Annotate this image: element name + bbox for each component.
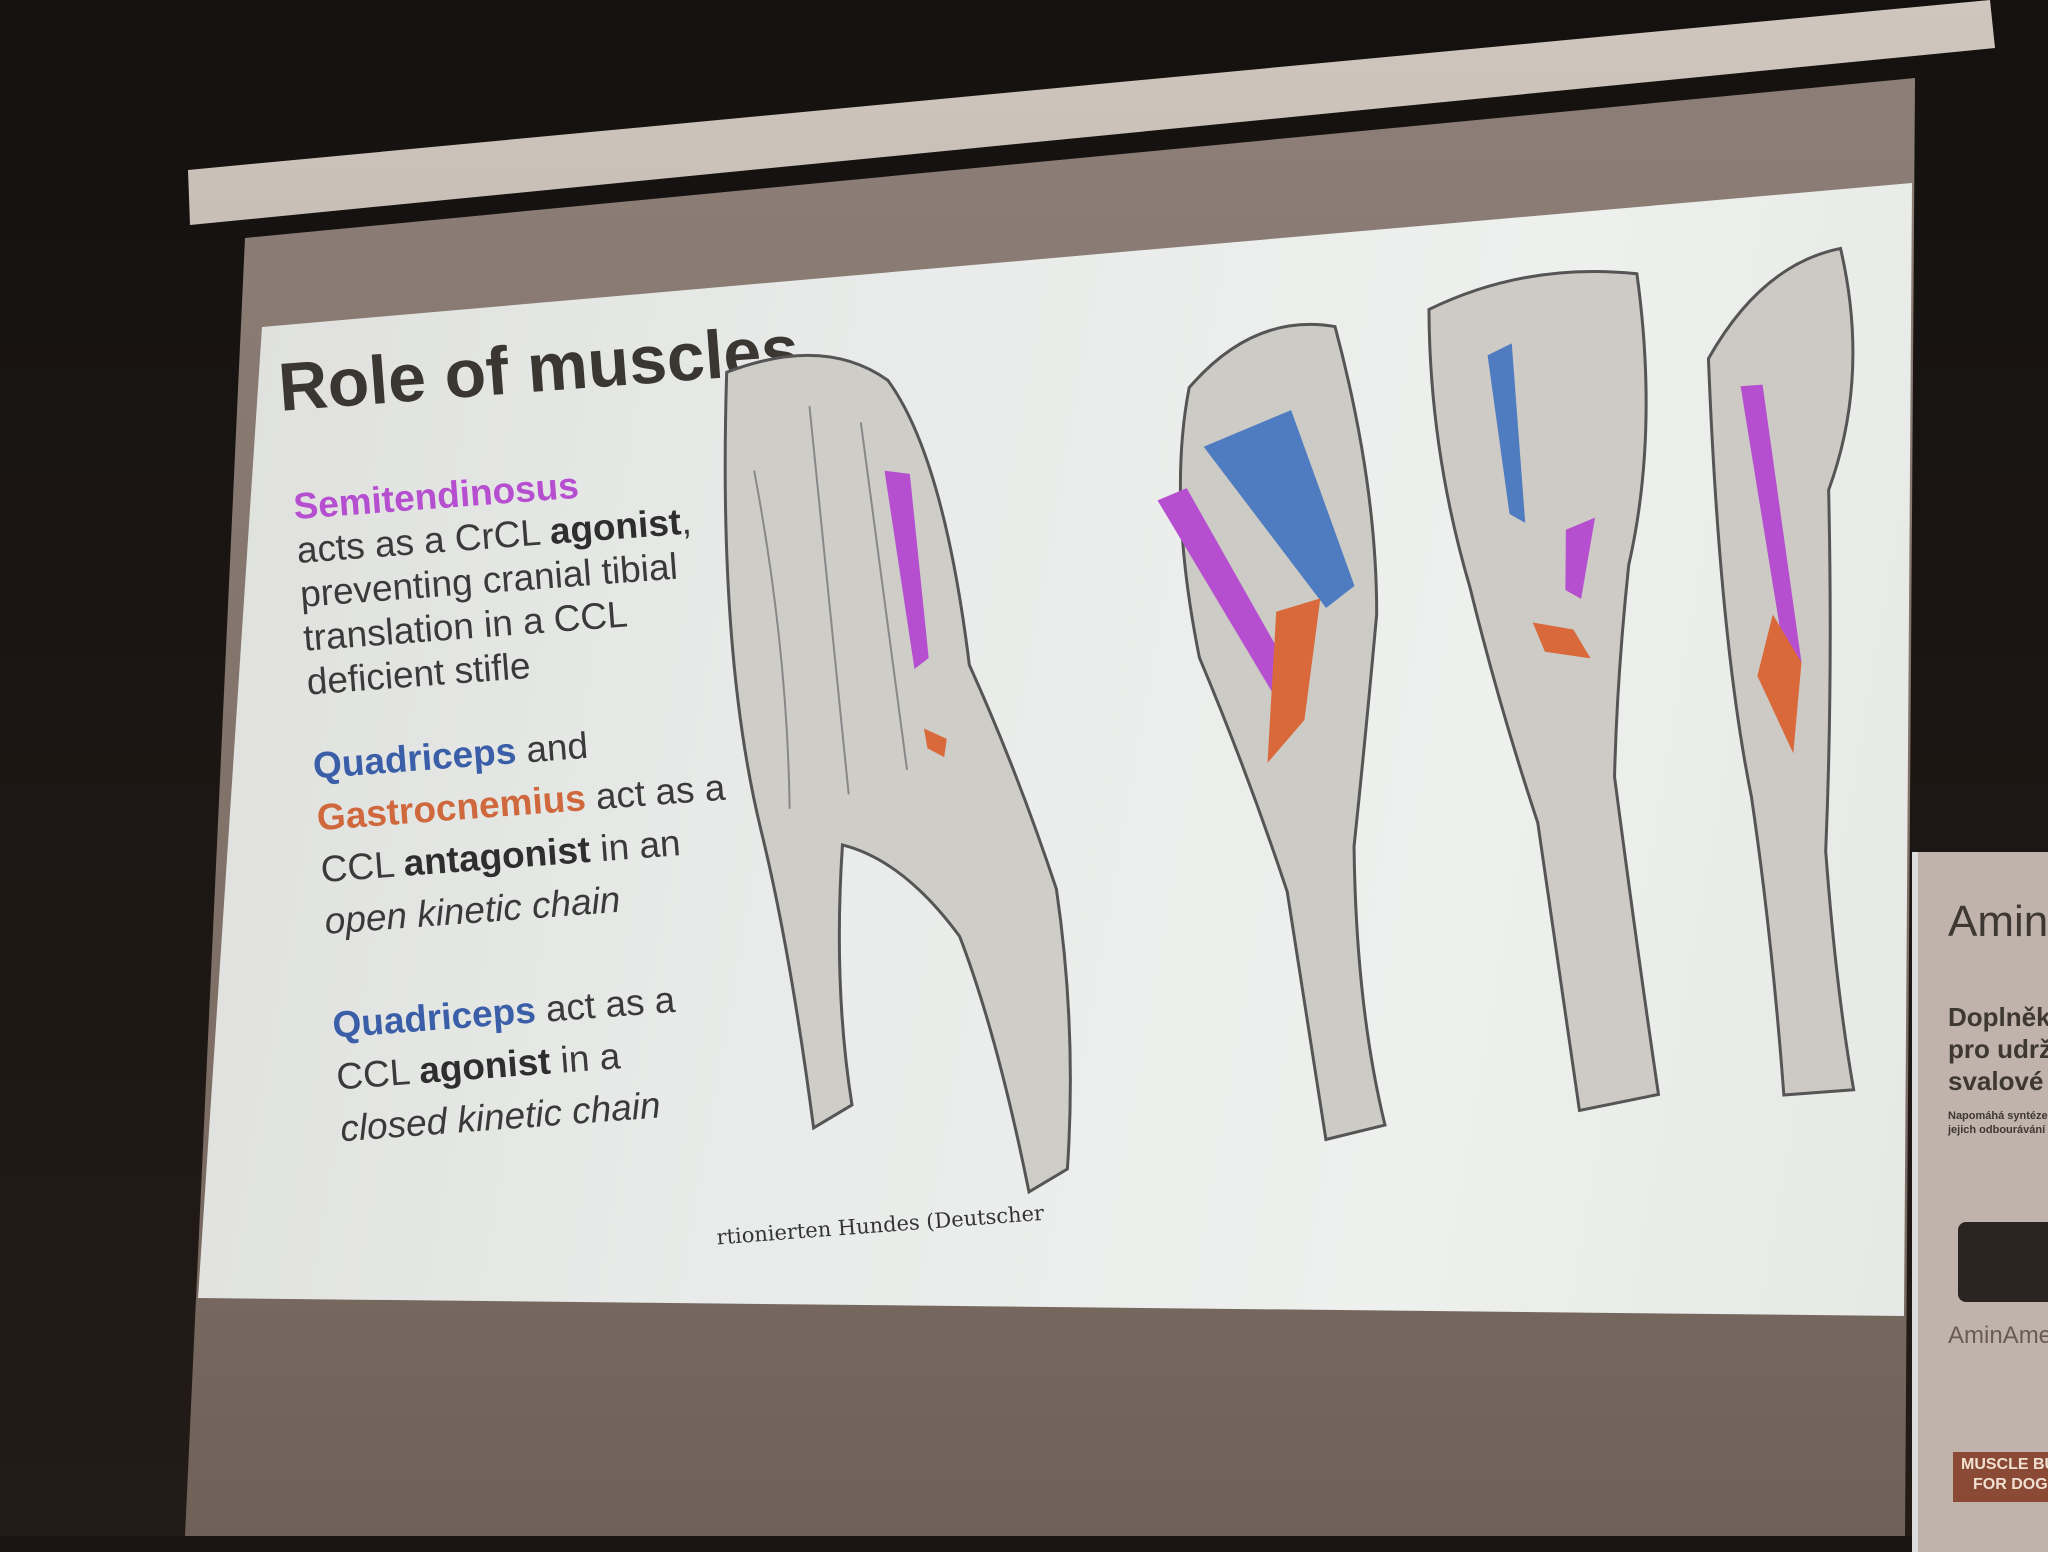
product-jar: [1958, 1222, 2048, 1302]
semitendinosus-highlight: [884, 470, 929, 670]
cranial-leg-illustration: [1427, 269, 1661, 1113]
slide-content: Role of muscles Semitendinosus acts as a…: [262, 203, 1991, 1305]
lateral-leg-illustration: [723, 353, 1072, 1195]
caudal-leg-illustration: [1706, 246, 1856, 1097]
banner-headline-1: Doplněk: [1948, 1002, 2048, 1032]
quadriceps-highlight: [1203, 410, 1355, 609]
block3-line1: Quadriceps act as a: [331, 978, 677, 1046]
product-label-2: FOR DOGS: [1973, 1476, 2048, 1493]
banner-brand: Amin: [1948, 897, 2048, 946]
rollup-banner: Amin Doplněk pro udrž svalové Napomáhá s…: [1912, 852, 2048, 1552]
banner-headline-3: svalové: [1948, 1066, 2044, 1096]
product-label-1: MUSCLE BUILD: [1961, 1456, 2048, 1473]
product-brand: AminAme: [1948, 1322, 2048, 1349]
medial-leg-illustration: [1157, 322, 1387, 1142]
banner-headline-2: pro udrž: [1948, 1034, 2048, 1064]
gastrocnemius-highlight: [923, 728, 947, 758]
banner-small-2: jejich odbourávání: [1948, 1124, 2046, 1136]
product-label: MUSCLE BUILD FOR DOGS: [1953, 1452, 2048, 1502]
banner-small-1: Napomáhá syntéze: [1948, 1110, 2048, 1122]
